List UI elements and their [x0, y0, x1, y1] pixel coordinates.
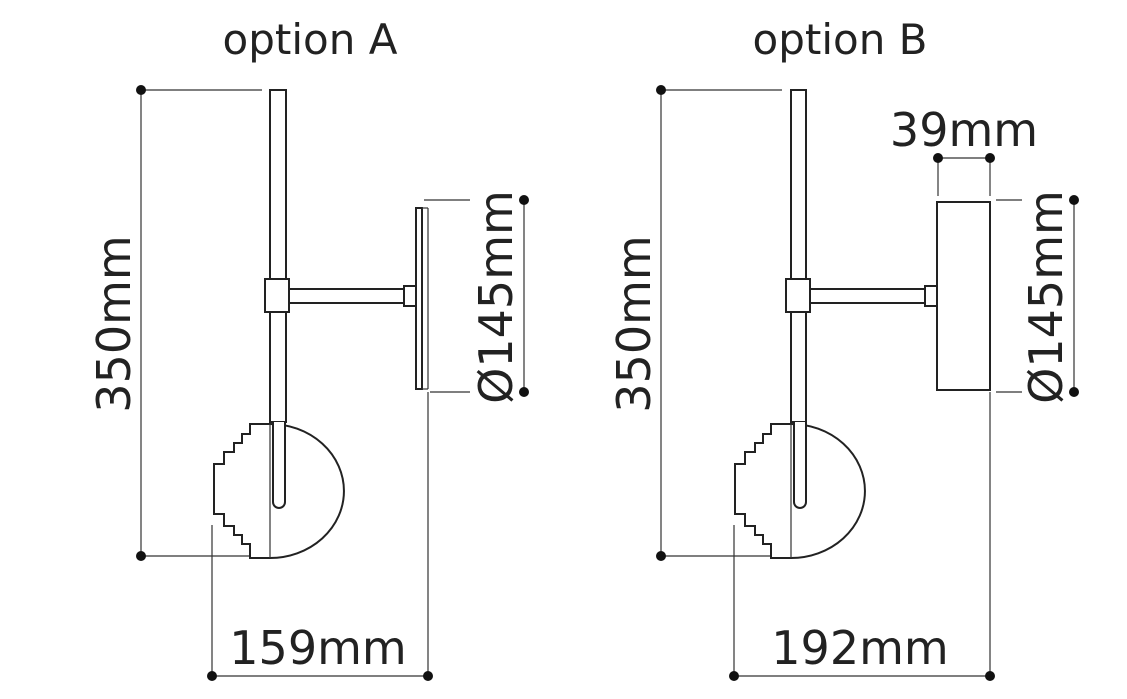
option-b-lamp — [734, 89, 991, 559]
option-b-height-label: 350mm — [607, 235, 661, 412]
option-b-canopy-label: 39mm — [890, 103, 1038, 157]
option-b-depth-dimension: 192mm — [729, 392, 995, 681]
option-a-diameter-label: Ø145mm — [469, 190, 523, 404]
option-b-depth-label: 192mm — [771, 621, 948, 675]
option-b-diameter-label: Ø145mm — [1019, 190, 1073, 404]
option-b-diameter-dimension: Ø145mm — [996, 190, 1079, 404]
option-a-title: option A — [223, 15, 398, 64]
option-a-drawing: option A 350mm — [87, 15, 529, 681]
option-b-title: option B — [753, 15, 928, 64]
option-a-diameter-dimension: Ø145mm — [424, 190, 529, 404]
option-a-depth-dimension: 159mm — [207, 392, 433, 681]
option-a-depth-label: 159mm — [229, 621, 406, 675]
option-a-lamp — [213, 89, 429, 559]
option-a-height-dimension: 350mm — [87, 85, 262, 561]
option-b-height-dimension: 350mm — [607, 85, 782, 561]
option-b-drawing: option B 350mm — [607, 15, 1079, 681]
option-a-height-label: 350mm — [87, 235, 141, 412]
option-b-canopy-dimension: 39mm — [890, 103, 1038, 196]
